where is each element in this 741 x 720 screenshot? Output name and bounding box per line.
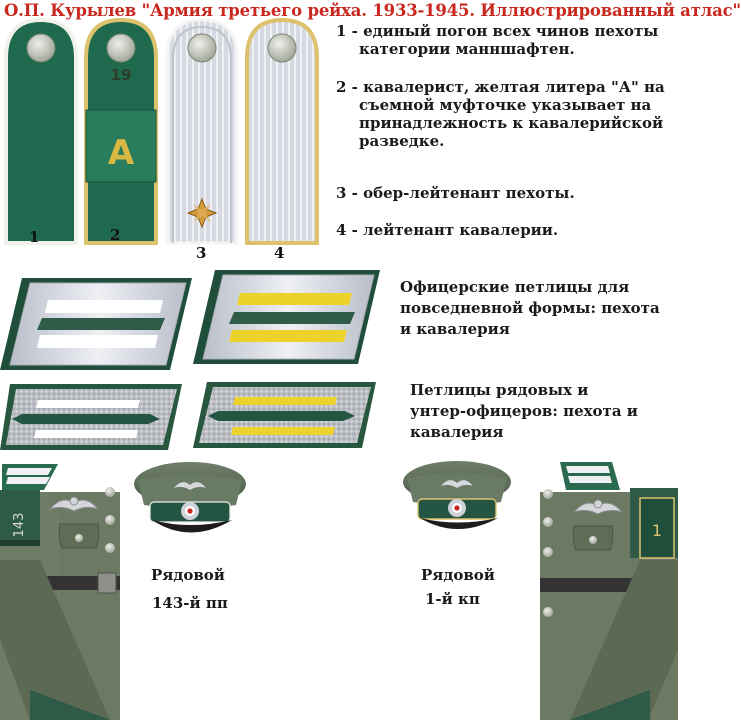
enlisted-collar-tab-infantry [0, 384, 182, 450]
shoulder-board-3 [165, 18, 239, 245]
collar-number-1: 1 [652, 521, 662, 540]
tunic-right [540, 462, 678, 720]
cockade-icon [181, 502, 199, 520]
cockade-icon [448, 499, 466, 517]
page-title: О.П. Курылев "Армия третьего рейха. 1933… [4, 1, 741, 20]
officer-collar-caption: Офицерские петлицы для повседневной форм… [400, 278, 660, 338]
cap-eagle-icon [174, 482, 206, 490]
shoulder-board-2: 19 A [84, 17, 158, 245]
shoulder-board-1 [3, 17, 78, 245]
shoulder-board-4 [245, 17, 319, 245]
legend-item-2: 2 - кавалерист, желтая литера "А" на съе… [336, 78, 665, 150]
board-label-4: 4 [274, 244, 285, 262]
officer-collar-tab-infantry [0, 278, 192, 370]
collar-number-143: 143 [12, 513, 27, 538]
legend-item-3: 3 - обер-лейтенант пехоты. [336, 184, 575, 202]
eagle-emblem-icon [572, 499, 624, 515]
legend-item-1: 1 - единый погон всех чинов пехоты катег… [336, 22, 659, 58]
peaked-cap-left [134, 462, 246, 533]
soldier-left-rank: Рядовой [151, 566, 225, 584]
board-label-1: 1 [29, 228, 40, 246]
soldier-right-rank: Рядовой [421, 566, 495, 584]
peaked-cap-right [403, 461, 511, 529]
board-label-2: 2 [110, 226, 121, 244]
legend-item-4: 4 - лейтенант кавалерии. [336, 221, 559, 239]
shoulder-stripes-right [566, 466, 612, 483]
collar-tab-143 [0, 496, 40, 540]
soldier-left-unit: 143-й пп [152, 594, 228, 612]
eagle-emblem-icon [48, 496, 100, 512]
enlisted-collar-tab-cavalry [193, 382, 376, 448]
cap-eagle-icon [441, 480, 473, 488]
shoulder-stripes [6, 468, 52, 484]
board-label-3: 3 [196, 244, 207, 262]
officer-star-icon [186, 197, 218, 229]
illustration-canvas: 19 A [0, 17, 678, 720]
enlisted-collar-caption: Петлицы рядовых и унтер-офицеров: пехота… [410, 381, 638, 441]
board-letter-a: A [108, 133, 135, 173]
officer-collar-tab-cavalry [193, 270, 380, 364]
soldier-right-unit: 1-й кп [425, 590, 480, 608]
board-number-text: 19 [111, 66, 132, 84]
